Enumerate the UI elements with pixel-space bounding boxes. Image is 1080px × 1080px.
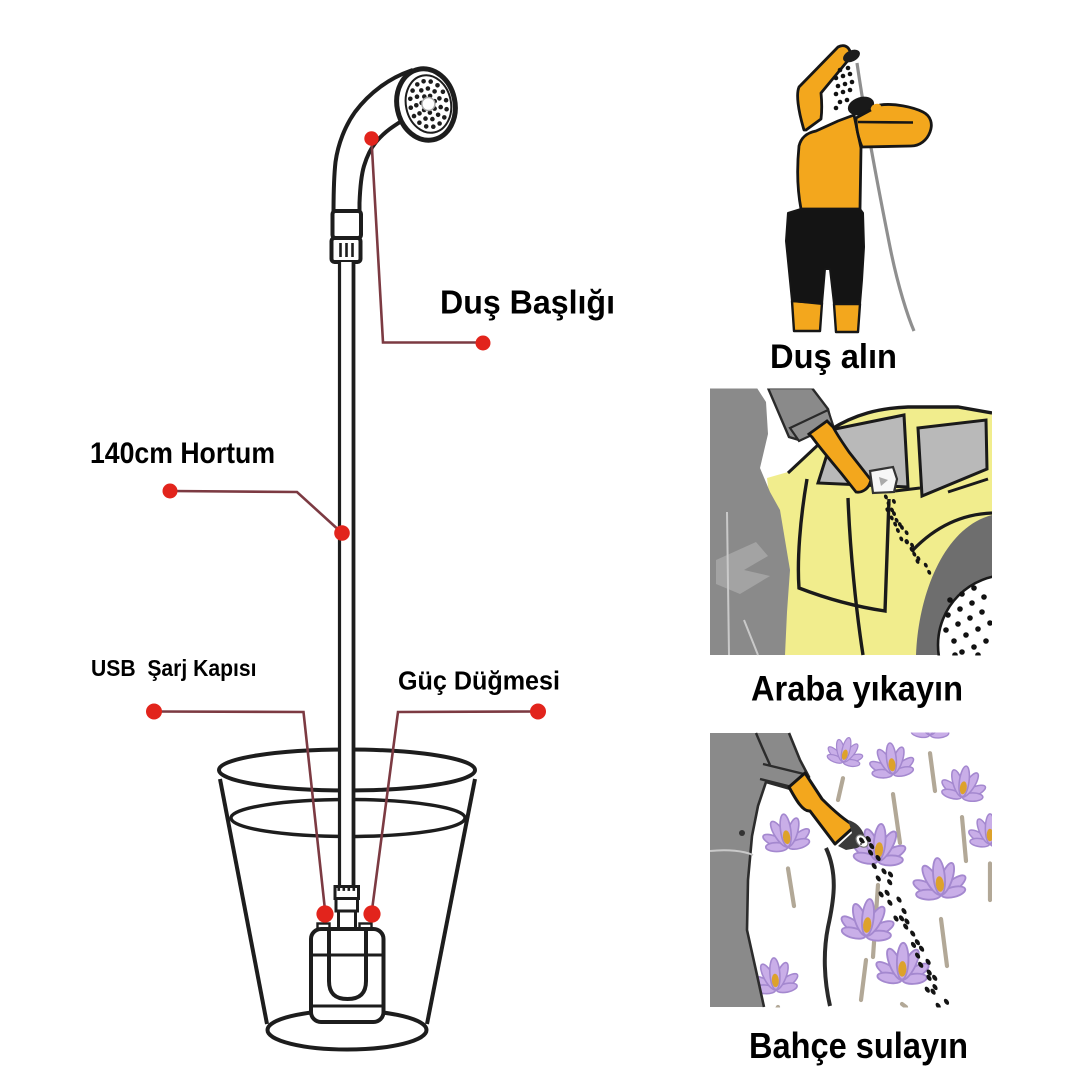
svg-text:USB Şarj Kapısı: USB Şarj Kapısı	[91, 655, 257, 681]
svg-text:Duş alın: Duş alın	[770, 338, 897, 376]
svg-text:Araba yıkayın: Araba yıkayın	[751, 670, 963, 709]
svg-text:Duş Başlığı: Duş Başlığı	[440, 284, 615, 321]
svg-text:Bahçe sulayın: Bahçe sulayın	[749, 1025, 968, 1066]
svg-text:Güç Düğmesi: Güç Düğmesi	[398, 668, 560, 696]
svg-text:140cm Hortum: 140cm Hortum	[90, 437, 275, 470]
